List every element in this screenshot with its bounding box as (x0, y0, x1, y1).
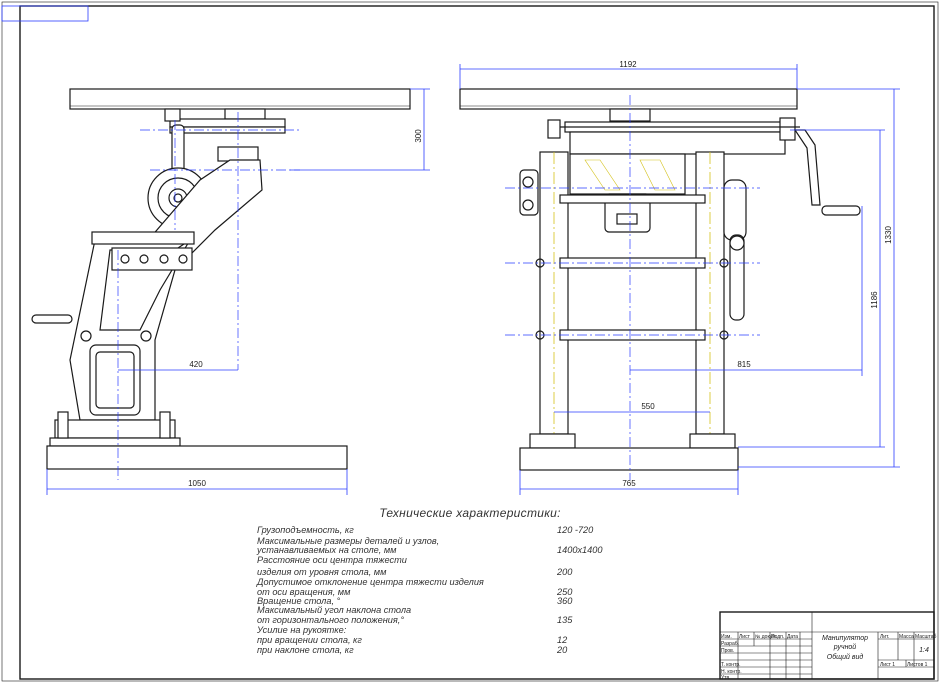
inner-frame (19, 5, 935, 680)
tb-scale-label: Масштаб (915, 634, 937, 640)
spec-label: Усилие на рукоятке: (257, 625, 347, 635)
spec-value: 360 (557, 596, 573, 606)
tb-role-approved: Утв. (721, 675, 731, 681)
dim-column-span: 550 (641, 402, 655, 411)
front-dimensions: 1192 1330 1186 815 550 765 (459, 60, 900, 495)
spec-label: при наклоне стола, кг (257, 645, 354, 655)
tb-name-line3: Общий вид (827, 653, 864, 661)
spec-label: изделия от уровня стола, мм (257, 567, 387, 577)
dim-table-height: 300 (414, 129, 423, 143)
dim-reach: 815 (737, 360, 751, 369)
front-crank-handle (821, 205, 861, 216)
spec-label: устанавливаемых на столе, мм (257, 545, 397, 555)
front-base-plate (519, 447, 739, 471)
document-number-box (1, 5, 89, 22)
dim-base-width: 765 (622, 479, 636, 488)
tb-col-sheet: Лист (739, 634, 751, 640)
side-base-plate (46, 445, 348, 470)
title-block: Изм. Лист № докум. Подп. Дата Разраб. Пр… (719, 611, 937, 681)
spec-value: 120 -720 (557, 525, 594, 535)
spec-label: Грузоподъемность, кг (257, 525, 354, 535)
spec-value: 20 (557, 645, 568, 655)
tilt-yoke (569, 131, 786, 155)
spec-value: 250 (557, 587, 573, 597)
tb-name-line2: ручной (833, 643, 857, 651)
dim-overhang: 420 (189, 360, 203, 369)
tb-role-checker: Пров. (721, 648, 734, 654)
side-crank-handle (31, 314, 73, 324)
tb-name-line1: Манипулятор (822, 635, 868, 642)
tb-col-sign: Подп. (771, 634, 784, 640)
spec-label: Вращение стола, ° (257, 596, 341, 606)
tb-col-date: Дата (787, 634, 798, 640)
side-view (31, 88, 411, 480)
side-dimensions: 300 420 1050 (46, 88, 430, 495)
dim-column-height: 1186 (870, 291, 879, 309)
tb-mass: Масса (899, 634, 914, 640)
rotation-handwheel (723, 179, 747, 241)
spec-label: от оси вращения, мм (257, 587, 351, 597)
front-crank-arm (793, 129, 821, 206)
tb-sheets-total: Листов 1 (907, 662, 928, 668)
tb-role-ncontrol: Н. контр. (721, 669, 742, 675)
tb-role-developer: Разраб. (721, 641, 739, 647)
spec-label: Максимальный угол наклона стола (257, 605, 412, 615)
tb-sheet-no: Лист 1 (880, 662, 895, 668)
dim-table-width: 1192 (619, 60, 637, 69)
dim-base-length: 1050 (188, 479, 206, 488)
spec-label: Максимальные размеры деталей и узлов, (257, 536, 440, 546)
spec-value: 12 (557, 635, 568, 645)
spec-value: 135 (557, 615, 573, 625)
dim-total-height: 1330 (884, 226, 893, 244)
spec-value: 200 (557, 567, 573, 577)
tb-lit: Лит. (880, 634, 889, 640)
specs-title: Технические характеристики: (379, 506, 561, 520)
spec-label: Расстояние оси центра тяжести (257, 555, 407, 565)
front-view (459, 88, 861, 480)
tb-col-change: Изм. (721, 634, 732, 640)
spec-label: Допустимое отклонение центра тяжести изд… (257, 577, 484, 587)
spec-label: от горизонтального положения,° (257, 615, 405, 625)
spec-label: при вращении стола, кг (257, 635, 362, 645)
tb-col-docnum: № докум. (755, 634, 777, 640)
tb-scale-value: 1:4 (919, 647, 929, 654)
front-gearbox (569, 153, 686, 195)
spec-value: 1400x1400 (557, 545, 603, 555)
tb-role-tcontrol: Т. контр. (721, 662, 741, 668)
